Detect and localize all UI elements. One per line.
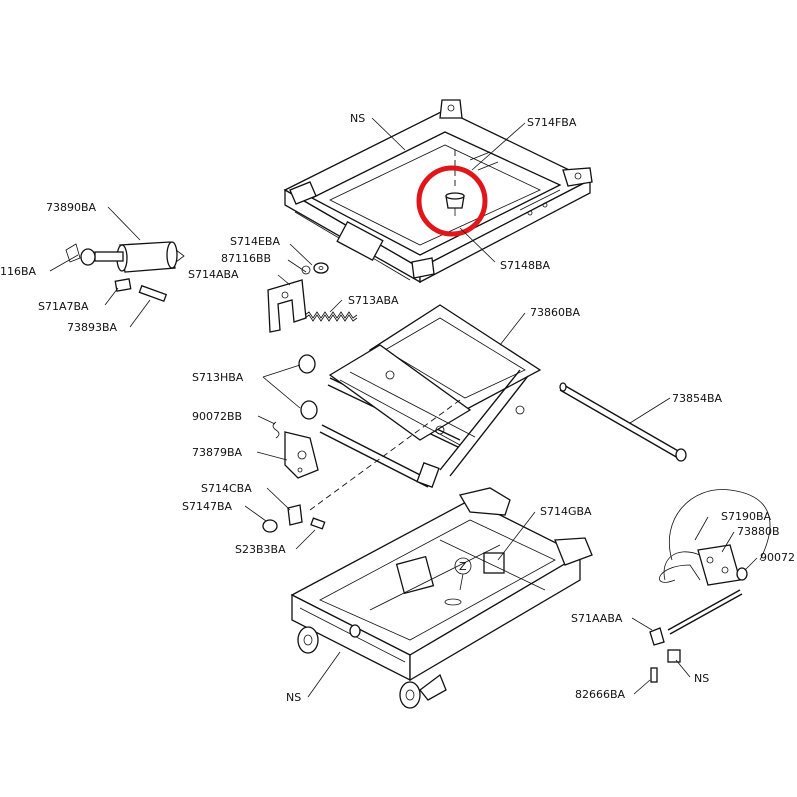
label-90072bb: 90072BB: [192, 410, 242, 423]
label-73893ba: 73893BA: [67, 321, 118, 334]
label-s714cba: S714CBA: [201, 482, 252, 495]
label-s7190ba: S7190BA: [721, 510, 772, 523]
label-s71a7ba: S71A7BA: [38, 300, 89, 313]
label-s713aba: S713ABA: [348, 294, 399, 307]
label-73854ba: 73854BA: [672, 392, 723, 405]
label-s714gba: S714GBA: [540, 505, 592, 518]
label-ns-top: NS: [350, 112, 365, 125]
label-73880b: 73880B: [737, 525, 780, 538]
label-s714fba: S714FBA: [527, 116, 577, 129]
label-view-z: Z: [459, 560, 467, 573]
highlight-circle: [416, 165, 488, 237]
bracket-and-spring: [267, 262, 358, 333]
part-labels: NS S714FBA S7148BA 73890BA 116BA S714EBA…: [0, 112, 795, 704]
leader-lines: [49, 117, 758, 698]
top-seat-frame: [283, 99, 593, 284]
release-knob: [262, 421, 326, 533]
scissor-lift-mechanism: [298, 304, 542, 511]
label-87116bb: 87116BB: [221, 252, 271, 265]
label-90072: 90072: [760, 551, 795, 564]
label-116ba: 116BA: [0, 265, 37, 278]
label-s23b3ba: S23B3BA: [235, 543, 286, 556]
label-s713hba: S713HBA: [192, 371, 244, 384]
label-s7148ba: S7148BA: [500, 259, 551, 272]
label-73879ba: 73879BA: [192, 446, 243, 459]
label-s714aba: S714ABA: [188, 268, 239, 281]
label-ns-small: NS: [694, 672, 709, 685]
gas-spring-assembly: [65, 241, 185, 303]
long-rod: [559, 382, 687, 462]
label-s714eba: S714EBA: [230, 235, 280, 248]
label-ns-bottom: NS: [286, 691, 301, 704]
label-82666ba: 82666BA: [575, 688, 626, 701]
label-73890ba: 73890BA: [46, 201, 97, 214]
cable-assembly: [649, 489, 771, 683]
label-s7147ba: S7147BA: [182, 500, 233, 513]
label-s71aaba: S71AABA: [571, 612, 623, 625]
label-73860ba: 73860BA: [530, 306, 581, 319]
bottom-base-frame: [290, 487, 593, 709]
